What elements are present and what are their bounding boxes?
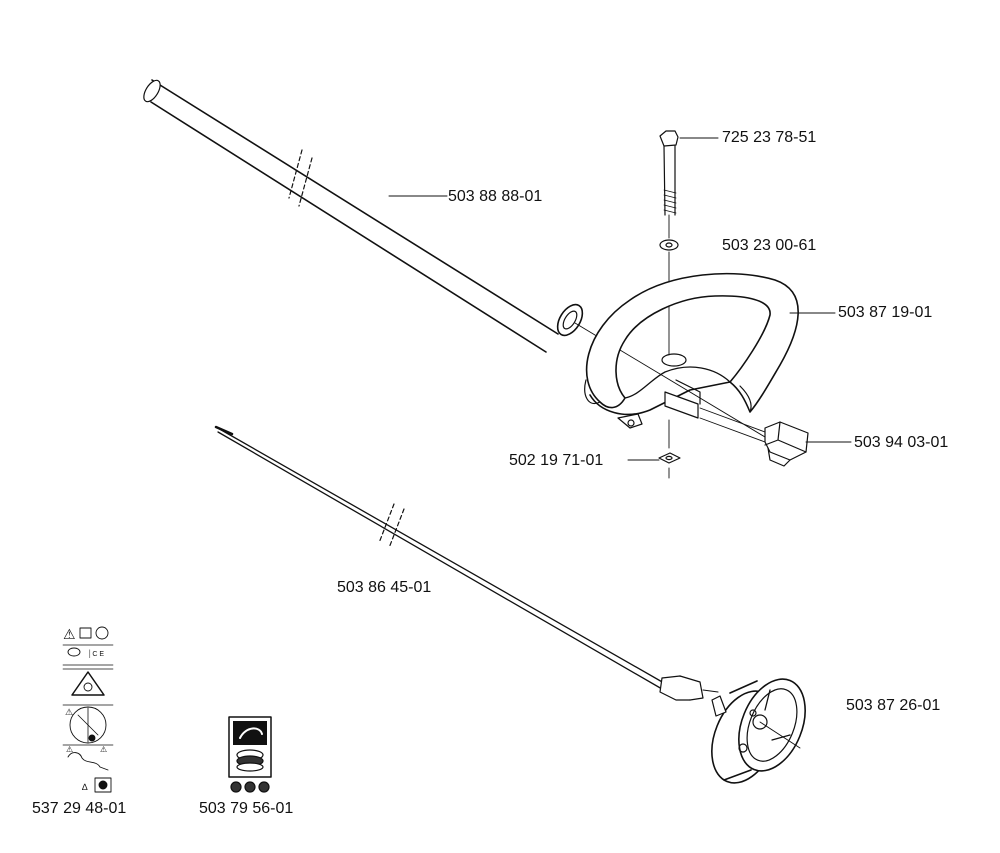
square-nut [658,452,681,464]
bolt [659,130,679,216]
svg-text:⚠: ⚠ [100,745,107,754]
part-label-nut: 502 19 71-01 [509,452,604,469]
decal-set: ⚠ │C E ⚠ ⚠ ⚠ ∆ [62,626,114,793]
part-label-washer: 503 23 00-61 [722,237,817,254]
part-label-bolt: 725 23 78-51 [722,129,817,146]
leader-lines [388,137,852,461]
part-label-shaft-tube: 503 88 88-01 [448,188,543,205]
svg-text:⚠: ⚠ [63,627,76,643]
part-label-decal-set: 537 29 48-01 [32,800,127,817]
part-label-handle: 503 87 19-01 [838,304,933,321]
drive-shaft [214,425,719,701]
decal [228,716,272,793]
clutch-drum [711,678,806,784]
svg-text:│C E: │C E [88,649,104,659]
washer [659,239,679,251]
part-label-decal: 503 79 56-01 [199,800,294,817]
shaft-tube [143,79,771,441]
clamp [699,407,809,467]
handle [584,272,799,429]
svg-text:⚠: ⚠ [66,745,73,754]
svg-text:∆: ∆ [82,782,88,792]
part-label-clamp: 503 94 03-01 [854,434,949,451]
part-label-clutch-drum: 503 87 26-01 [846,697,941,714]
part-label-drive-shaft: 503 86 45-01 [337,579,432,596]
svg-text:⚠: ⚠ [65,707,73,717]
